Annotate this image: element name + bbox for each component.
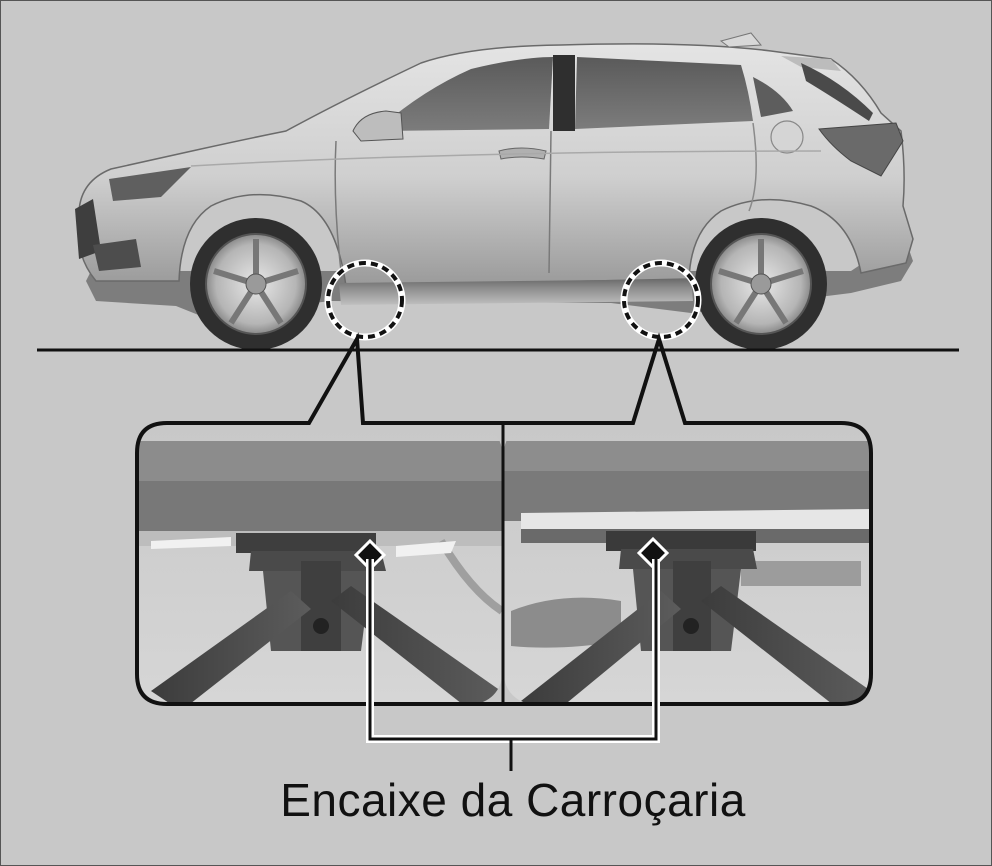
inset-front-jack-point [138, 423, 502, 704]
car-illustration [75, 32, 914, 350]
jack-point-caption: Encaixe da Carroçaria [280, 774, 746, 826]
rear-wheel [695, 218, 827, 350]
caption-leader-lines [366, 559, 660, 771]
inset-rear-jack-point [504, 423, 871, 704]
jack-point-inset [135, 332, 873, 706]
front-wheel [190, 218, 322, 350]
